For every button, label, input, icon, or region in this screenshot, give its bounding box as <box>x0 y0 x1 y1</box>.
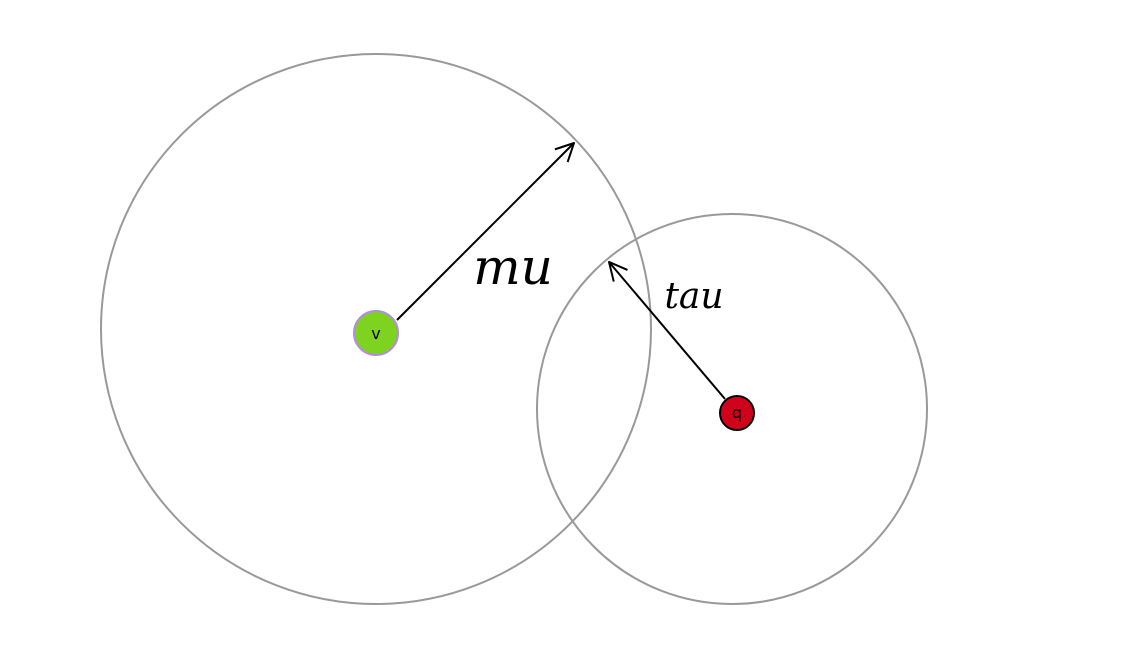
radius-label-mu: mu <box>473 238 553 296</box>
radius-arrow-mu <box>396 143 574 321</box>
node-q-label: q <box>732 403 742 422</box>
node-q[interactable]: q <box>719 395 755 431</box>
radius-arrow-tau <box>609 262 726 400</box>
circle-q-boundary <box>536 213 928 605</box>
node-q-marker <box>719 395 755 431</box>
radius-label-tau: tau <box>664 276 723 317</box>
circle-v-boundary <box>100 53 652 605</box>
node-v[interactable]: v <box>353 310 399 356</box>
node-v-label: v <box>371 324 380 343</box>
node-v-marker <box>353 310 399 356</box>
